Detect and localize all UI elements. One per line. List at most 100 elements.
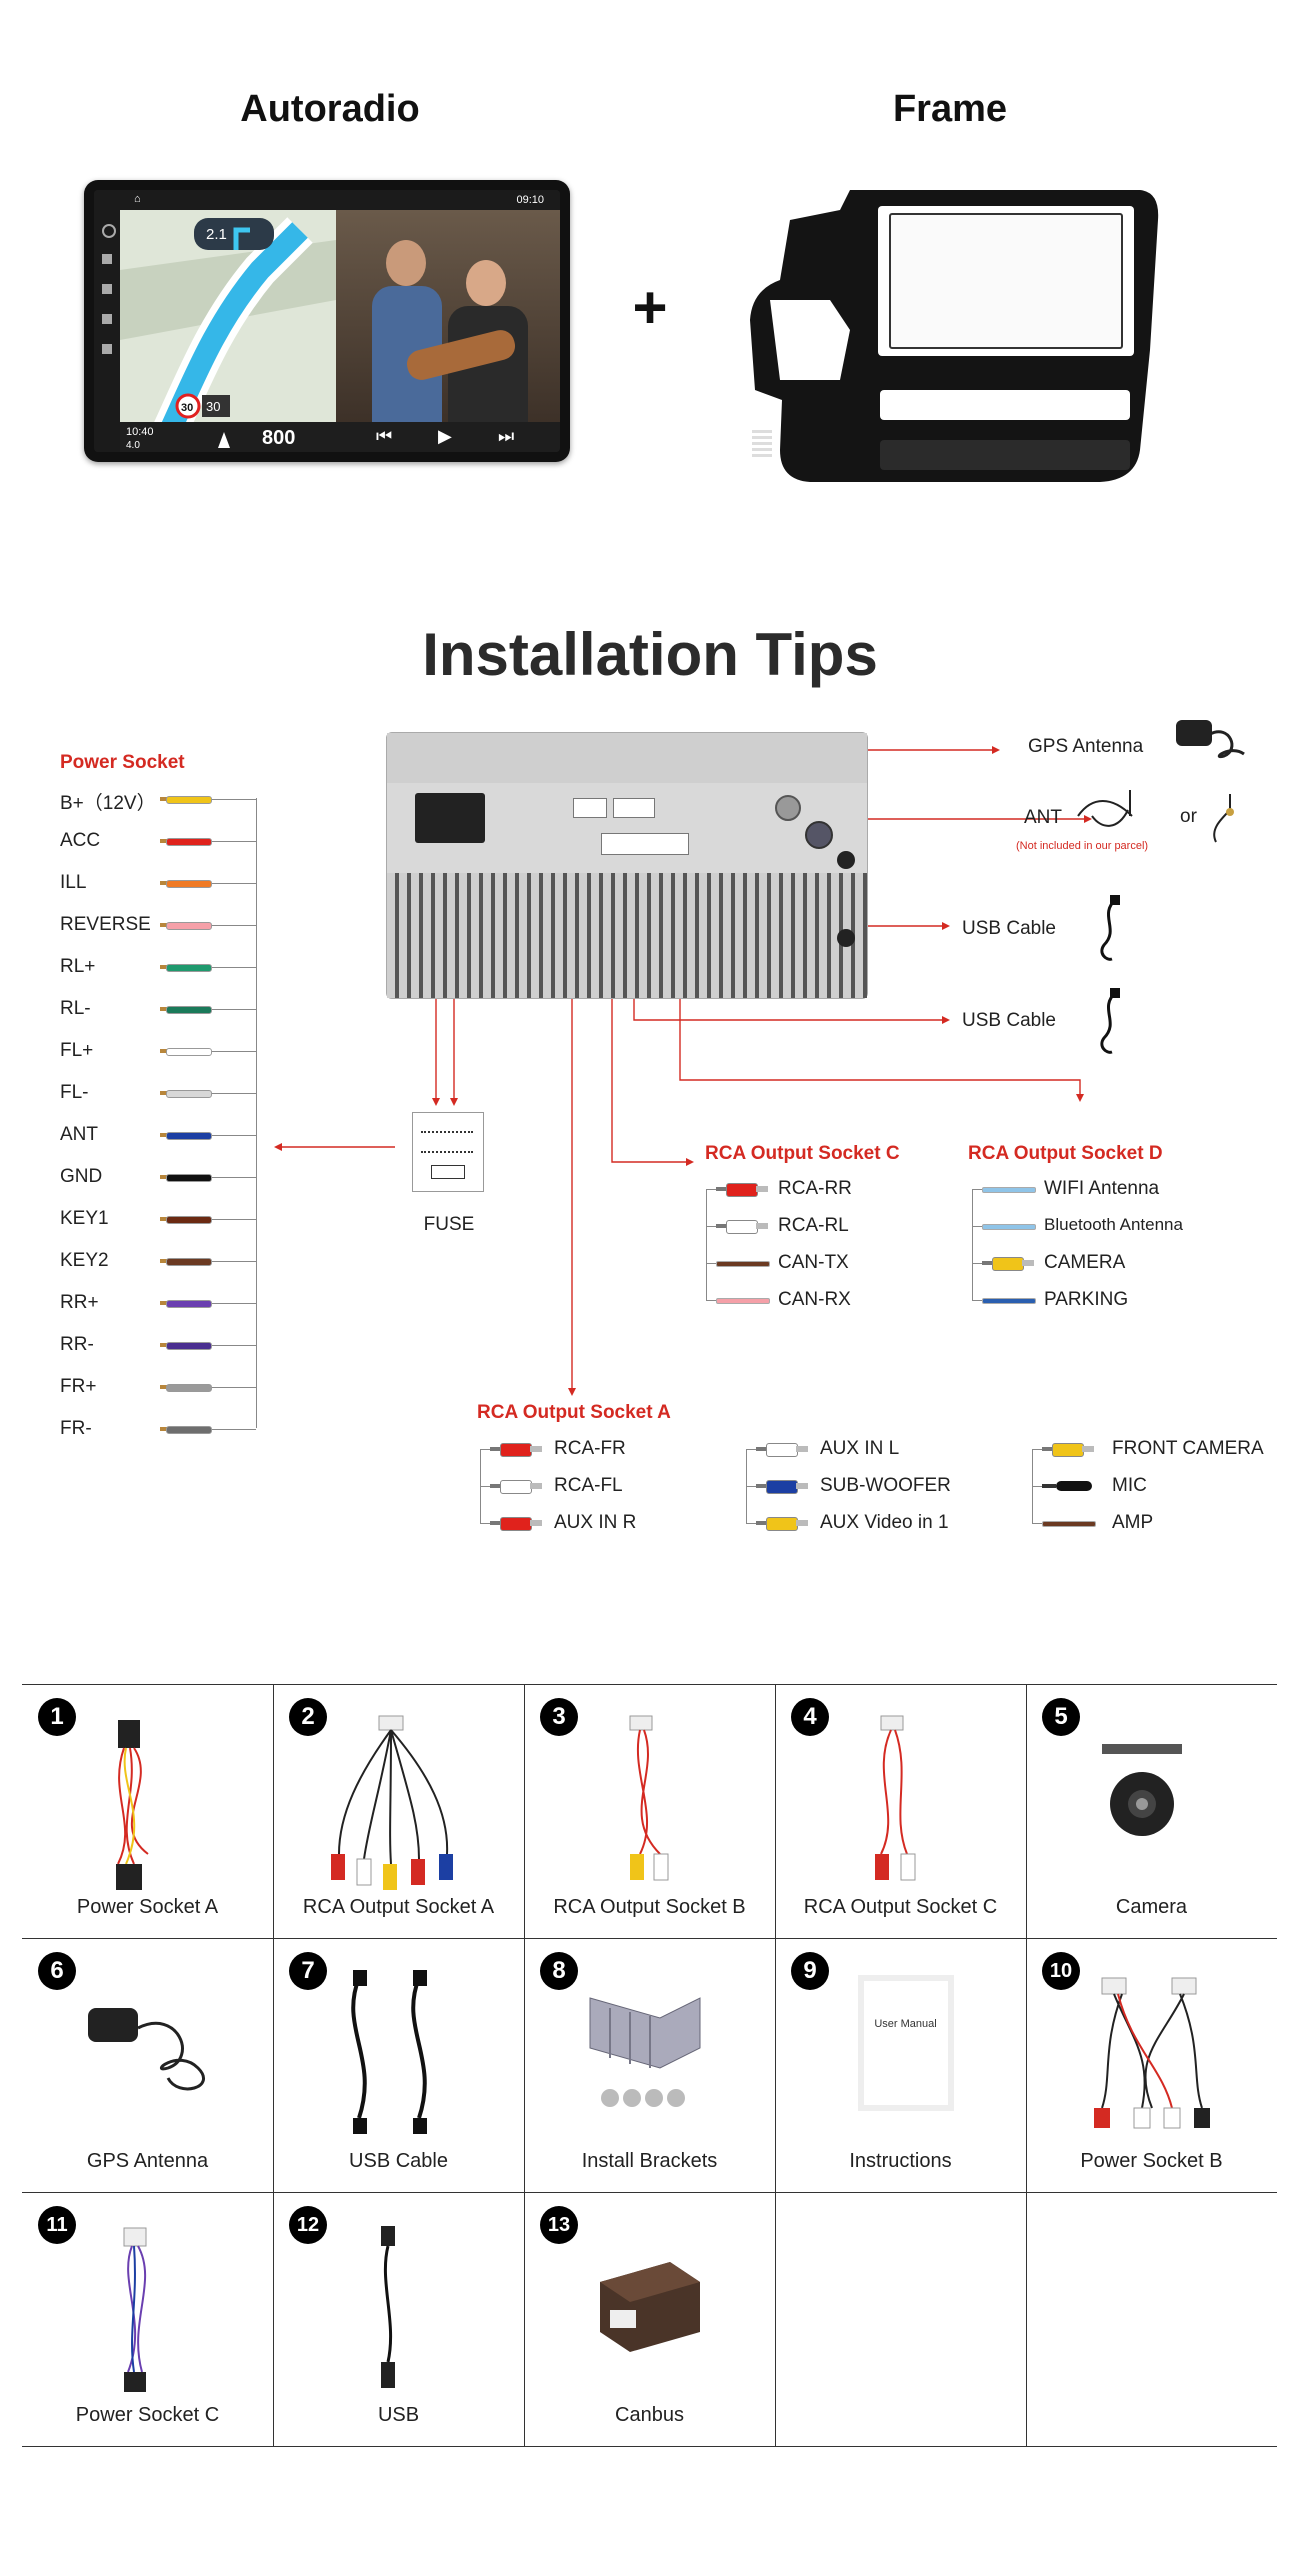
wire-body [982,1298,1036,1304]
socket-item-label: CAN-RX [778,1289,851,1310]
rca-plug-icon [756,1479,810,1494]
rca-lead [490,1484,500,1488]
part-label: Power Socket C [75,2404,220,2426]
socket-tick [706,1189,718,1190]
power-socket-row: KEY2 [60,1246,260,1276]
grid-hline [22,1684,1277,1685]
wire-body [982,1224,1036,1230]
prev-icon[interactable]: ⏮ [376,426,393,446]
power-socket-wire-label: KEY1 [60,1208,109,1229]
socket-tick [706,1226,718,1227]
wire-tip [160,839,168,843]
manual-cover-title: User Manual [874,2018,937,2030]
rca-body [766,1443,798,1457]
speed-limit-sign: 30 [181,402,193,414]
socket-item-label: RCA-RL [778,1215,849,1236]
wire-lead-icon [982,1293,1036,1307]
socket-item-label: AUX Video in 1 [820,1512,949,1533]
power-socket-row: RR+ [60,1288,260,1318]
wire-color-swatch [166,1174,212,1182]
arrival-time: 10:40 [126,426,154,438]
rca-pin [756,1223,768,1229]
nav-icon[interactable] [102,284,112,294]
grid-hline [22,2446,1277,2447]
wire-color-swatch [166,1090,212,1098]
socket-tick [972,1300,984,1301]
power-socket-bracket [256,798,257,1428]
canbus-icon [570,2222,730,2402]
usb-port [837,929,855,947]
part-label: USB [377,2404,420,2426]
rca-lead [982,1261,992,1265]
wire-body [982,1187,1036,1193]
rca-pin [1022,1260,1034,1266]
person-1 [386,240,426,286]
socket-tick [746,1523,758,1524]
rca-body [992,1257,1024,1271]
part-label: Instructions [849,2150,952,2172]
wire-color-swatch [166,1384,212,1392]
socket-row: AUX Video in 1 [740,1508,980,1538]
fuse-label: FUSE [423,1214,475,1235]
power-socket-wire-label: ACC [60,830,101,851]
wire-color-swatch [166,838,212,846]
phone-icon[interactable] [102,344,112,354]
socket-item-label: FRONT CAMERA [1112,1438,1264,1459]
wire-lead-icon [982,1219,1036,1233]
part-number-badge: 5 [1042,1698,1080,1736]
rca-plug-icon [490,1516,544,1531]
navigation-map[interactable]: 2.1 30 30 10:40 4.0 800 [120,210,336,452]
socket-row: FRONT CAMERA [1026,1434,1286,1464]
socket-row: WIFI Antenna [966,1174,1206,1204]
video-player[interactable] [336,210,560,422]
music-icon[interactable] [102,314,112,324]
rca-plug-icon [716,1182,770,1197]
brackets-icon [570,1968,730,2148]
wire-color-swatch [166,1300,212,1308]
wire-tip [160,1259,168,1263]
socket-item-label: PARKING [1044,1289,1129,1310]
apps-icon[interactable] [102,254,112,264]
play-icon[interactable]: ▶ [438,426,452,446]
rca-plug-icon [490,1479,544,1494]
part-number-badge: 10 [1042,1952,1080,1990]
ant-cable-icon [1077,790,1133,827]
wire-line [212,1051,256,1052]
socket-row: CAN-TX [700,1248,920,1278]
home-icon[interactable]: ⌂ [134,193,141,205]
part-label: RCA Output Socket B [553,1896,746,1918]
usb-cable-label-2: USB Cable [962,1010,1056,1031]
rca-body [726,1183,758,1197]
rca-lead [716,1187,726,1191]
power-socket-row: GND [60,1162,260,1192]
wire-tip [160,1301,168,1305]
frame-image [750,190,1159,482]
rca-pin [756,1186,768,1192]
socket-row: RCA-RL [700,1211,920,1241]
status-time: 09:10 [516,194,544,206]
wire-line [212,1135,256,1136]
rca-plug-icon [1042,1442,1096,1457]
power-socket-wire-label: RL+ [60,956,96,977]
autoradio-title: Autoradio [240,88,420,130]
wire-tip [160,923,168,927]
wire-color-swatch [166,1426,212,1434]
power-icon[interactable] [102,224,116,238]
map-distance: 2.1 [206,226,227,243]
rca-plug-icon [756,1516,810,1531]
eta-value: 800 [262,427,295,449]
wire-body [716,1298,770,1304]
power-socket-row: REVERSE [60,910,260,940]
socket-row: Bluetooth Antenna [966,1211,1206,1241]
ant-adapter-icon [1213,794,1234,843]
next-icon[interactable]: ⏭ [498,426,515,446]
wire-lead-icon [982,1182,1036,1196]
